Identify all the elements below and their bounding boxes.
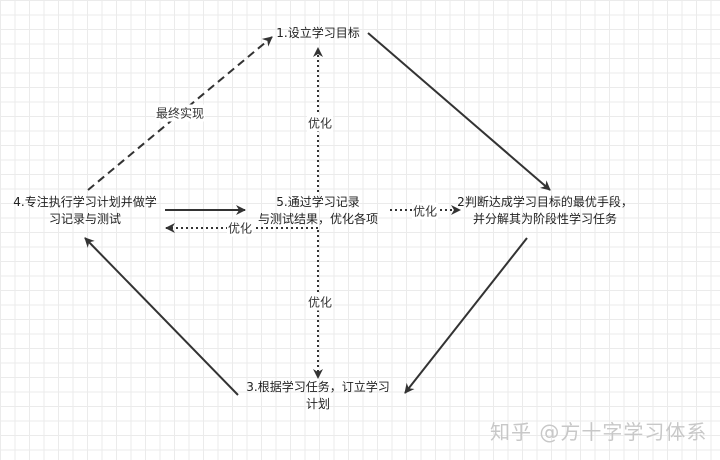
node-3[interactable]: 3.根据学习任务，订立学习计划: [246, 379, 389, 413]
edge-label-optimize-right: 优化: [411, 202, 439, 220]
edge-2-to-3: [404, 237, 528, 394]
node-4[interactable]: 4.专注执行学习计划并做学习记录与测试: [13, 194, 156, 228]
node-5-label-line2: 与测试结果，优化各项: [257, 212, 379, 226]
node-3-label-line1: 3.根据学习任务，订立学习: [246, 380, 390, 394]
watermark: 知乎 @方十字学习体系: [490, 420, 708, 444]
node-3-label-line2: 计划: [305, 397, 331, 411]
edge-3-to-4: [84, 237, 239, 396]
edge-label-optimize-up: 优化: [306, 114, 334, 132]
edge-label-optimize-left: 优化: [226, 219, 254, 237]
node-4-label-line2: 习记录与测试: [48, 212, 122, 226]
node-5[interactable]: 5.通过学习记录与测试结果，优化各项: [258, 194, 378, 228]
edge-label-optimize-down: 优化: [306, 293, 334, 311]
edge-label-final: 最终实现: [154, 104, 206, 122]
node-4-label-line1: 4.专注执行学习计划并做学: [13, 195, 157, 209]
node-5-label-line1: 5.通过学习记录: [276, 195, 360, 209]
node-1-label: 1.设立学习目标: [276, 26, 360, 40]
node-2[interactable]: 2判断达成学习目标的最优手段， 并分解其为阶段性学习任务: [457, 194, 633, 228]
edge-1-to-2: [367, 32, 551, 191]
node-2-label-line1: 2判断达成学习目标的最优手段，: [457, 195, 633, 209]
node-1[interactable]: 1.设立学习目标: [276, 25, 359, 42]
node-2-label-line2: 并分解其为阶段性学习任务: [472, 212, 618, 226]
